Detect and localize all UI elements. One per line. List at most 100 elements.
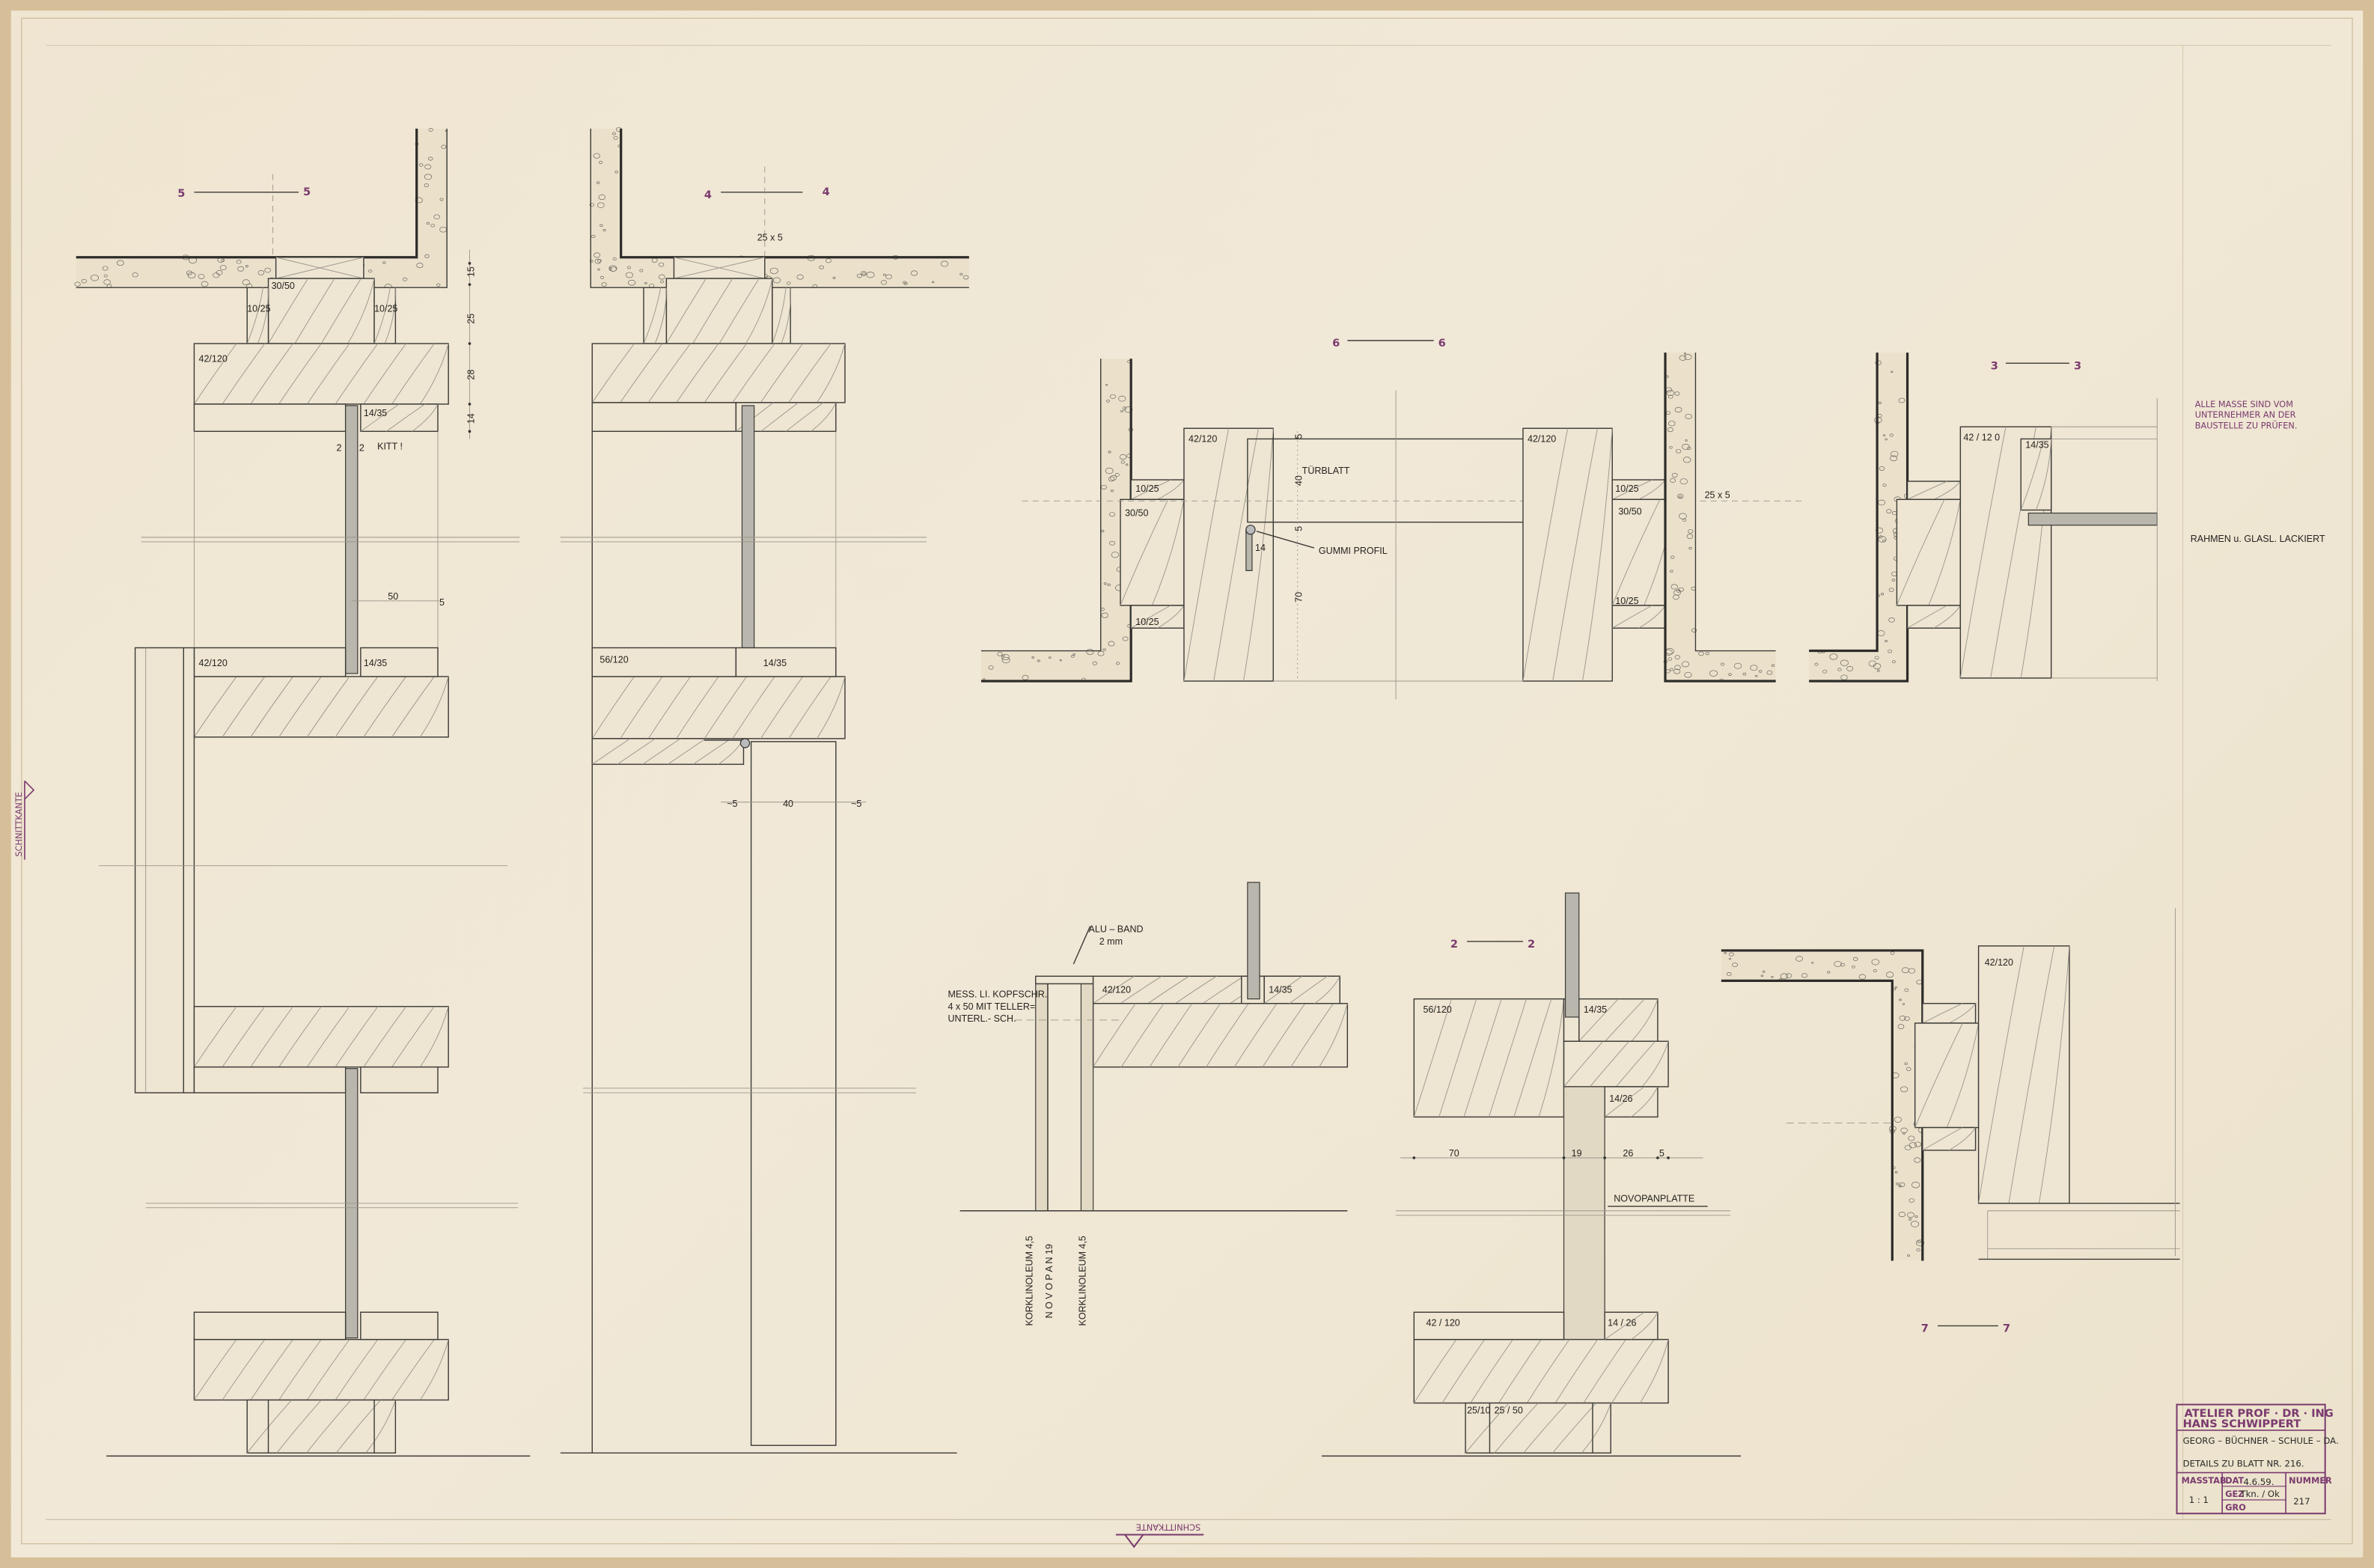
concrete-wall-left bbox=[980, 359, 1134, 683]
wood-grain-hatch bbox=[1263, 975, 1340, 1004]
glazing-bead-14-35 bbox=[360, 403, 439, 433]
svg-text:42 / 12 0: 42 / 12 0 bbox=[1963, 432, 2000, 442]
svg-text:10/25: 10/25 bbox=[1615, 483, 1638, 494]
svg-text:40: 40 bbox=[1294, 475, 1305, 486]
wood-grain-hatch bbox=[1914, 1022, 1980, 1128]
svg-text:KORKLINOLEUM 4,5: KORKLINOLEUM 4,5 bbox=[1078, 1236, 1088, 1326]
svg-text:SCHNITTKANTE: SCHNITTKANTE bbox=[13, 792, 24, 856]
drawing-subject: DETAILS ZU BLATT NR. 216. bbox=[2183, 1459, 2304, 1469]
svg-text:2: 2 bbox=[337, 443, 342, 454]
wood-grain-hatch bbox=[1978, 945, 2070, 1204]
svg-text:10/25: 10/25 bbox=[374, 304, 397, 314]
svg-text:10/25: 10/25 bbox=[247, 304, 270, 314]
section-3-3: 3 3 42 / 12 0 14/35 bbox=[1809, 353, 2158, 683]
svg-text:3: 3 bbox=[2074, 359, 2081, 372]
wood-grain-hatch bbox=[1465, 1403, 1611, 1453]
svg-text:GRO: GRO bbox=[2225, 1502, 2246, 1513]
dimension-chain: 15 25 28 14 bbox=[466, 249, 477, 439]
svg-text:30/50: 30/50 bbox=[1125, 508, 1148, 519]
svg-text:~5: ~5 bbox=[851, 799, 861, 809]
frame-42-120-top bbox=[591, 343, 846, 403]
svg-text:2: 2 bbox=[359, 443, 364, 454]
wood-grain-hatch bbox=[1183, 428, 1274, 682]
wood-grain-hatch bbox=[1413, 1339, 1669, 1403]
frame-42-120-middle bbox=[193, 676, 449, 738]
wood-grain-hatch bbox=[665, 278, 773, 344]
svg-text:KORKLINOLEUM 4,5: KORKLINOLEUM 4,5 bbox=[1025, 1236, 1035, 1326]
wood-grain-hatch bbox=[591, 676, 846, 739]
alu-band bbox=[1035, 975, 1094, 985]
svg-text:GUMMI PROFIL: GUMMI PROFIL bbox=[1319, 546, 1388, 556]
door-leaf bbox=[704, 738, 837, 1446]
note-stamp-line: BAUSTELLE ZU PRÜFEN. bbox=[2195, 420, 2298, 430]
svg-text:N O V O P A N 19: N O V O P A N 19 bbox=[1044, 1244, 1055, 1318]
wood-grain-hatch bbox=[246, 1400, 396, 1453]
wood-grain-hatch bbox=[1413, 998, 1564, 1117]
svg-text:6: 6 bbox=[1332, 337, 1340, 350]
wood-grain-hatch bbox=[194, 676, 449, 738]
svg-text:2: 2 bbox=[1528, 938, 1535, 951]
svg-text:28: 28 bbox=[466, 370, 477, 380]
note-stamp-line: UNTERNEHMER AN DER bbox=[2195, 409, 2296, 420]
section-4-4: 4 4 bbox=[560, 126, 969, 1454]
section-mark-6: 6 6 bbox=[1332, 337, 1446, 350]
concrete-aggregate-hatch bbox=[1663, 352, 1775, 683]
wood-grain-hatch bbox=[1612, 479, 1666, 500]
svg-text:7: 7 bbox=[2003, 1323, 2010, 1335]
wood-grain-hatch bbox=[1120, 499, 1185, 606]
svg-text:70: 70 bbox=[1294, 592, 1305, 603]
svg-text:19: 19 bbox=[1572, 1148, 1582, 1159]
svg-text:14/26: 14/26 bbox=[1609, 1093, 1632, 1104]
svg-text:14/35: 14/35 bbox=[364, 658, 387, 668]
concrete-ceiling bbox=[1721, 949, 1926, 1261]
glass-pane bbox=[345, 405, 358, 674]
wood-grain-hatch bbox=[591, 343, 846, 403]
section-5-5: 5 5 bbox=[74, 128, 531, 1457]
svg-text:4 x 50 MIT TELLER=: 4 x 50 MIT TELLER= bbox=[948, 1001, 1035, 1012]
svg-text:NOVOPANPLATTE: NOVOPANPLATTE bbox=[1614, 1194, 1694, 1204]
cut-edge-mark-bottom: SCHNITTKANTE bbox=[1115, 1522, 1204, 1549]
wood-grain-hatch bbox=[1604, 1086, 1659, 1117]
frame-42-120 bbox=[1977, 945, 2070, 1204]
svg-text:10/25: 10/25 bbox=[1135, 483, 1159, 494]
frame-42-120-top bbox=[193, 343, 449, 405]
svg-text:15: 15 bbox=[466, 266, 477, 277]
frame-56-120 bbox=[591, 676, 846, 739]
svg-text:4: 4 bbox=[704, 189, 712, 201]
svg-text:2 mm: 2 mm bbox=[1099, 936, 1123, 947]
wood-grain-hatch bbox=[2020, 439, 2052, 510]
svg-text:14 / 26: 14 / 26 bbox=[1608, 1317, 1636, 1328]
wood-grain-hatch bbox=[772, 287, 791, 344]
svg-text:56/120: 56/120 bbox=[599, 655, 628, 665]
wood-grain-hatch bbox=[1922, 1127, 1976, 1151]
svg-text:5: 5 bbox=[439, 597, 445, 608]
svg-text:42/120: 42/120 bbox=[199, 658, 228, 668]
wood-grain-hatch bbox=[194, 343, 449, 405]
wood-grain-hatch bbox=[1093, 1003, 1348, 1067]
wood-grain-hatch bbox=[1578, 998, 1659, 1042]
svg-text:42/120: 42/120 bbox=[1188, 433, 1217, 444]
section-mark-7: 7 7 bbox=[1921, 1323, 2010, 1335]
wood-grain-hatch bbox=[1612, 605, 1666, 629]
svg-text:26: 26 bbox=[1623, 1148, 1633, 1159]
frame-42-120 bbox=[1092, 1003, 1349, 1068]
frame-42-120-lower bbox=[193, 1006, 449, 1068]
svg-text:MASSTAB: MASSTAB bbox=[2182, 1475, 2227, 1486]
svg-text:14/35: 14/35 bbox=[1269, 985, 1292, 995]
sheet-number: 217 bbox=[2293, 1496, 2310, 1507]
svg-text:25/10: 25/10 bbox=[1467, 1406, 1490, 1416]
section-mark-3: 3 3 bbox=[1991, 359, 2081, 372]
svg-text:~5: ~5 bbox=[727, 799, 737, 809]
svg-text:50: 50 bbox=[388, 591, 398, 602]
title-block: ATELIER PROF · DR · ING HANS SCHWIPPERT … bbox=[2176, 1403, 2339, 1515]
concrete-wall-right bbox=[1663, 352, 1776, 683]
svg-text:DAT: DAT bbox=[2225, 1475, 2244, 1486]
office-name: ATELIER PROF · DR · ING bbox=[2185, 1407, 2334, 1420]
date-value: 4.6.59. bbox=[2243, 1477, 2274, 1487]
svg-text:5: 5 bbox=[177, 187, 185, 200]
frame-56-120 bbox=[1413, 998, 1565, 1118]
svg-text:5: 5 bbox=[1294, 433, 1305, 439]
